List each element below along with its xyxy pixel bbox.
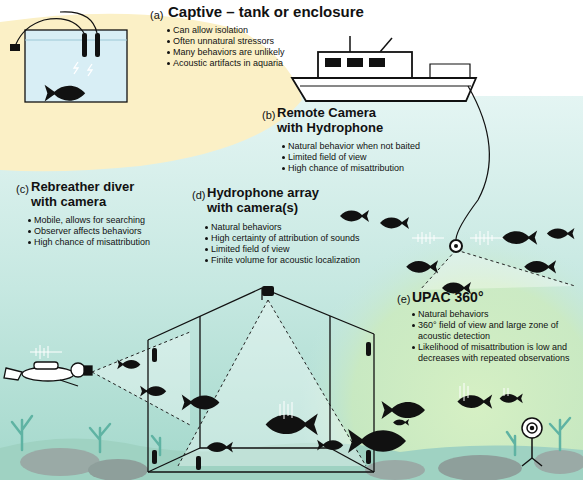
hydrophone-array-frame: [148, 288, 374, 472]
bullet-text: Natural behaviors: [211, 222, 282, 232]
bullet-dot: [282, 145, 285, 148]
panel-heading: Remote Camera with Hydrophone: [277, 105, 395, 135]
panel-letter: (c): [16, 182, 29, 196]
sand: [0, 14, 302, 172]
bullet-dot: [205, 237, 208, 240]
bullet-text: High certainty of attribution of sounds: [211, 233, 360, 243]
diver: [4, 362, 92, 386]
bullet-item: Limited field of view: [281, 152, 456, 163]
bullet-text: Can allow isolation: [173, 25, 248, 35]
upac-device: [522, 418, 542, 466]
bullet-item: Observer affects behaviors: [27, 226, 177, 237]
bullet-list: Natural behavior when not baitedLimited …: [281, 141, 456, 174]
bullet-list: Natural behaviors360° field of view and …: [411, 309, 575, 364]
bullet-item: Finite volume for acoustic localization: [204, 255, 389, 266]
panel-letter: (a): [150, 8, 163, 22]
panel-heading: Hydrophone array with camera(s): [207, 185, 335, 215]
panel-heading: Rebreather diver with camera: [31, 179, 149, 209]
bullet-dot: [28, 230, 31, 233]
bullet-item: Many behaviors are unlikely: [166, 47, 371, 58]
panel-letter: (e): [397, 292, 410, 306]
bullet-text: Limited field of view: [211, 244, 290, 254]
panel-heading: UPAC 360°: [412, 290, 483, 305]
bullet-item: Acoustic artifacts in aquaria: [166, 58, 371, 69]
bullet-text: Many behaviors are unlikely: [173, 47, 285, 57]
bullet-dot: [205, 259, 208, 262]
bullet-list: Can allow isolationOften unnatural stres…: [166, 25, 371, 69]
bullet-item: 360° field of view and large zone of aco…: [411, 320, 575, 342]
bullet-dot: [412, 346, 415, 349]
bullet-item: High chance of misattribution: [27, 237, 177, 248]
bullet-dot: [205, 248, 208, 251]
bullet-dot: [282, 156, 285, 159]
bullet-item: Natural behaviors: [204, 222, 389, 233]
sound-marks: [412, 231, 505, 245]
bullet-text: Acoustic artifacts in aquaria: [173, 58, 283, 68]
bullet-item: Natural behaviors: [411, 309, 575, 320]
bullet-text: High chance of misattribution: [288, 163, 404, 173]
panel-letter: (b): [262, 108, 275, 122]
bullet-dot: [412, 324, 415, 327]
bullet-text: Mobile, allows for searching: [34, 215, 145, 225]
bullet-item: Likelihood of misattribution is low and …: [411, 342, 575, 364]
tank: [10, 12, 127, 102]
bullet-text: Observer affects behaviors: [34, 226, 141, 236]
bullet-dot: [167, 29, 170, 32]
bullet-item: Often unnatural stressors: [166, 36, 371, 47]
bullet-dot: [28, 219, 31, 222]
bullet-text: Limited field of view: [288, 152, 367, 162]
bullet-item: Limited field of view: [204, 244, 389, 255]
bullet-list: Mobile, allows for searchingObserver aff…: [27, 215, 177, 248]
bullet-text: Natural behaviors: [418, 309, 489, 319]
bullet-dot: [412, 313, 415, 316]
hydrophones: [152, 286, 371, 470]
camera: [450, 240, 462, 252]
bullet-dot: [282, 167, 285, 170]
bullet-text: High chance of misattribution: [34, 237, 150, 247]
bullet-dot: [167, 62, 170, 65]
panel-letter: (d): [192, 188, 205, 202]
bullet-item: High chance of misattribution: [281, 163, 456, 174]
bullet-text: Finite volume for acoustic localization: [211, 255, 360, 265]
bullet-dot: [167, 40, 170, 43]
bullet-text: 360° field of view and large zone of aco…: [418, 320, 558, 341]
bullet-dot: [205, 226, 208, 229]
panel-heading: Captive – tank or enclosure: [168, 4, 364, 19]
bullet-text: Often unnatural stressors: [173, 36, 274, 46]
bullet-item: Can allow isolation: [166, 25, 371, 36]
bullet-text: Natural behavior when not baited: [288, 141, 420, 151]
bullet-item: High certainty of attribution of sounds: [204, 233, 389, 244]
bullet-dot: [28, 241, 31, 244]
bullet-item: Natural behavior when not baited: [281, 141, 456, 152]
bullet-list: Natural behaviorsHigh certainty of attri…: [204, 222, 389, 266]
bullet-text: Likelihood of misattribution is low and …: [418, 342, 570, 363]
bullet-item: Mobile, allows for searching: [27, 215, 177, 226]
bullet-dot: [167, 51, 170, 54]
boat: [292, 36, 489, 239]
